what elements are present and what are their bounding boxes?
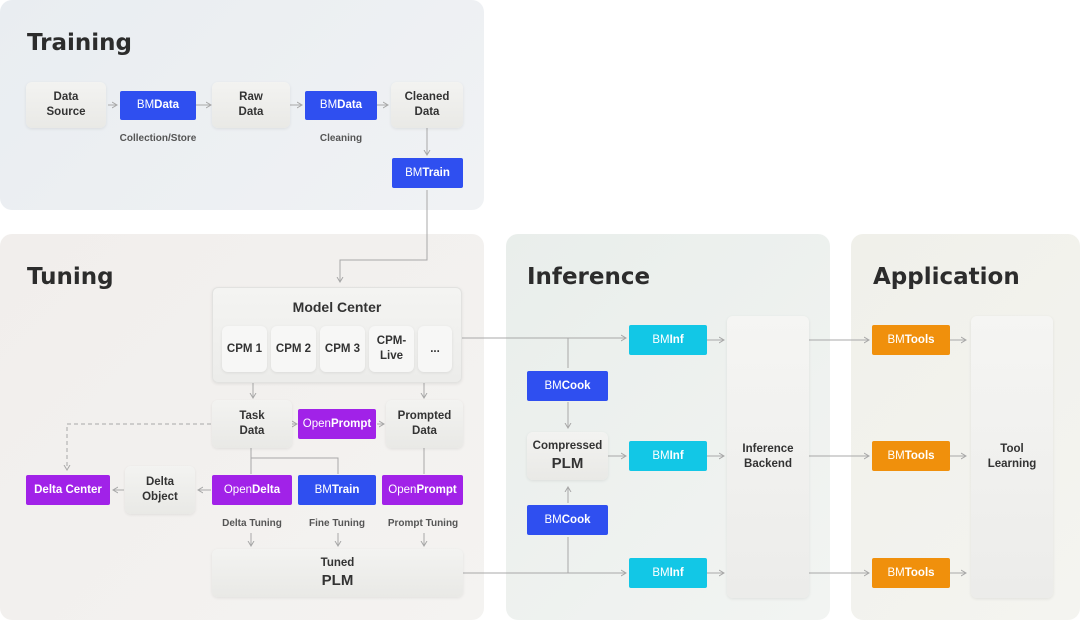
inference-backend-node: Inference Backend [727,316,809,598]
fine-tuning-caption: Fine Tuning [309,518,365,529]
delta-tuning-caption: Delta Tuning [222,518,282,529]
model-center-title: Model Center [292,299,382,315]
application-title: Application [873,264,1020,290]
prompt-tuning-caption: Prompt Tuning [387,518,459,529]
delta-object-node: Delta Object [125,466,195,514]
collection-store-caption: Collection/Store [119,133,197,144]
data-source-node: Data Source [26,82,106,128]
tool-learning-node: Tool Learning [971,316,1053,598]
tuning-title: Tuning [27,264,114,290]
tuned-plm-node: Tuned PLM [212,549,463,597]
model-more: ... [418,326,452,372]
model-cpm1: CPM 1 [222,326,267,372]
model-cpm3: CPM 3 [320,326,365,372]
cleaning-caption: Cleaning [319,133,363,144]
compressed-plm-node: Compressed PLM [527,432,608,480]
delta-center-node: Delta Center [26,475,110,505]
model-cpm2: CPM 2 [271,326,316,372]
inference-title: Inference [527,264,651,290]
task-data-node: Task Data [212,400,292,448]
raw-data-node: Raw Data [212,82,290,128]
model-cpm-live: CPM-Live [369,326,414,372]
training-title: Training [27,30,133,56]
prompted-data-node: Prompted Data [386,400,463,448]
cleaned-data-node: Cleaned Data [391,82,463,128]
